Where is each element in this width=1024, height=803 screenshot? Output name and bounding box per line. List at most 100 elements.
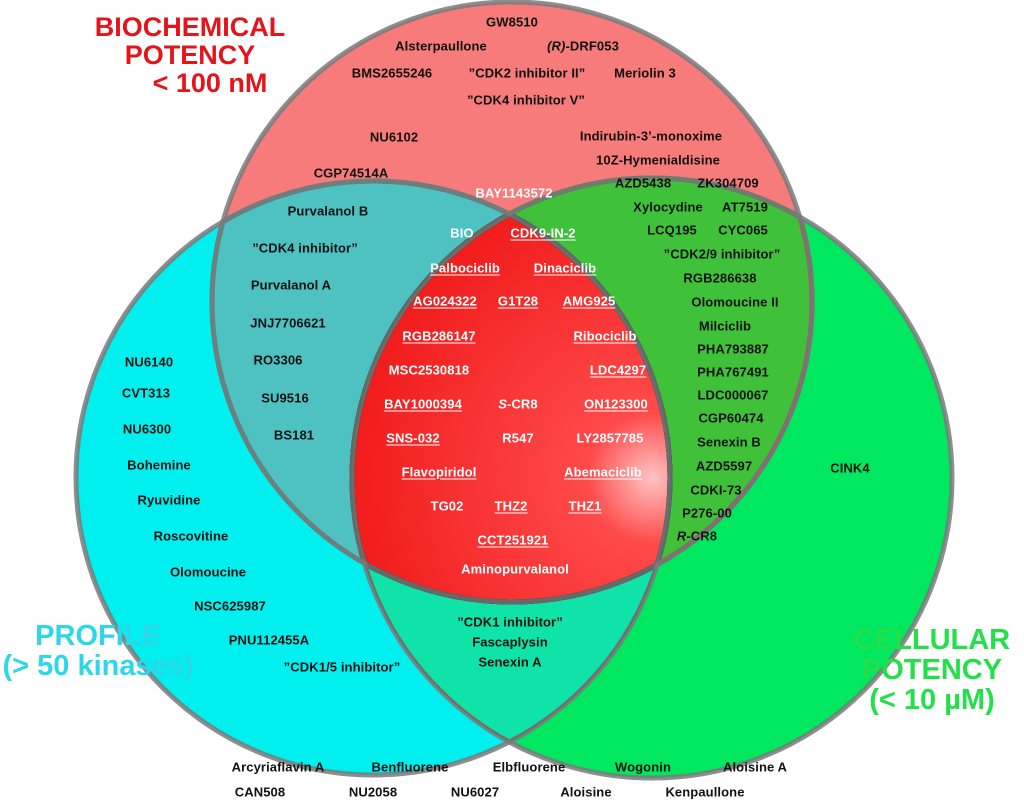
compound-label: Wogonin [614, 759, 672, 775]
region-all-three [352, 181, 670, 602]
title-line: PROFILE [35, 620, 161, 652]
outline-cellular [349, 175, 955, 781]
compound-label: RGB286638 [683, 270, 757, 286]
compound-label: Arcyriaflavin A [231, 759, 325, 775]
compound-label: Aminopurvalanol [461, 561, 569, 577]
compound-label: ON123300 [584, 396, 648, 412]
compound-label: Abemaciclib [564, 464, 642, 480]
compound-label: G1T28 [497, 293, 539, 309]
compound-label: AT7519 [722, 199, 768, 215]
compound-label: Aloisine [560, 784, 612, 800]
outline-profile [73, 178, 673, 778]
compound-label: ”CDK4 inhibitor” [252, 240, 358, 256]
compound-label: ”CDK1 inhibitor” [457, 614, 563, 630]
compound-label: SU9516 [261, 390, 309, 406]
compound-label: Ribociclib [573, 328, 637, 344]
compound-label: NU6102 [369, 129, 419, 145]
compound-label: TG02 [430, 498, 464, 514]
title-profile: PROFILE (> 50 kinases) [2, 620, 194, 682]
compound-label: CGP60474 [698, 410, 764, 426]
compound-label: Indirubin-3’-monoxime [579, 128, 723, 144]
compound-label: THZ2 [494, 498, 528, 514]
title-line: (< 10 µM) [869, 683, 995, 716]
compound-label: BAY1000394 [384, 396, 462, 412]
compound-label: RGB286147 [402, 328, 476, 344]
compound-label: PHA793887 [697, 341, 769, 357]
compound-label: R-CR8 [676, 528, 718, 544]
compound-label: R547 [502, 430, 534, 446]
compound-label: AMG925 [562, 293, 616, 309]
compound-label: CVT313 [121, 385, 171, 401]
compound-label: (R)-DRF053 [547, 38, 619, 54]
compound-label: CDK9-IN-2 [510, 225, 576, 241]
compound-label: SNS-032 [386, 430, 440, 446]
compound-label: S-CR8 [498, 396, 538, 412]
compound-label: NU6300 [122, 421, 172, 437]
compound-label: NSC625987 [194, 598, 266, 614]
compound-label: MSC2530818 [388, 362, 470, 378]
compound-label: Meriolin 3 [614, 65, 676, 81]
compound-label: ”CDK2 inhibitor II” [468, 65, 586, 81]
title-line: < 100 nM [152, 67, 268, 98]
compound-label: Purvalanol B [287, 203, 369, 219]
compound-label: LCQ195 [647, 222, 697, 238]
compound-label: Purvalanol A [250, 277, 332, 293]
title-line: (> 50 kinases) [2, 649, 194, 682]
compound-label: LDC4297 [589, 362, 647, 378]
compound-label: ”CDK1/5 inhibitor” [283, 659, 401, 675]
compound-label: Flavopiridol [401, 464, 477, 480]
title-line: CELLULAR [853, 624, 1011, 656]
compound-label: NU6027 [450, 784, 500, 800]
title-biochemical-potency: BIOCHEMICAL POTENCY < 100 nM [94, 12, 286, 98]
compound-label: BAY1143572 [475, 185, 553, 201]
compound-label: 10Z-Hymenialdisine [596, 152, 720, 168]
compound-label: BS181 [273, 427, 315, 443]
compound-label: Alsterpaullone [395, 38, 487, 54]
compound-label: Bohemine [127, 457, 191, 473]
compound-label: BIO [450, 225, 474, 241]
title-line: BIOCHEMICAL [94, 12, 286, 42]
compound-label: CGP74514A [313, 165, 389, 181]
compound-label: RO3306 [253, 352, 303, 368]
compound-label: Dinaciclib [533, 260, 597, 276]
compound-label: AZD5597 [695, 458, 753, 474]
compound-label: CYC065 [718, 222, 768, 238]
outline-biochemical [209, 0, 815, 605]
title-cellular-potency: CELLULAR POTENCY (< 10 µM) [853, 624, 1011, 716]
title-line: POTENCY [861, 653, 1003, 686]
compound-label: CDKI-73 [690, 482, 742, 498]
compound-label: GW8510 [486, 14, 538, 30]
compound-label: JNJ7706621 [250, 315, 326, 331]
compound-label: Xylocydine [633, 199, 703, 215]
compound-label: P276-00 [682, 505, 732, 521]
compound-label: Olomoucine II [691, 294, 779, 310]
compound-label: Milciclib [698, 318, 752, 334]
compound-label: NU2058 [348, 784, 398, 800]
compound-label: CINK4 [830, 460, 870, 476]
compound-label: Roscovitine [153, 528, 229, 544]
compound-label: LDC000067 [697, 387, 769, 403]
compound-label: ZK304709 [697, 175, 759, 191]
title-line: POTENCY [124, 39, 256, 70]
compound-label: PHA767491 [697, 364, 769, 380]
compound-label: CCT251921 [477, 532, 549, 548]
compound-label: PNU112455A [228, 632, 310, 648]
compound-label: AZD5438 [614, 175, 672, 191]
compound-label: Benfluorene [371, 759, 449, 775]
compound-label: Fascaplysin [472, 634, 548, 650]
compound-label: AG024322 [413, 293, 477, 309]
compound-label: THZ1 [568, 498, 602, 514]
compound-label: Ryuvidine [137, 492, 201, 508]
compound-label: Palbociclib [430, 260, 500, 276]
compound-label: CAN508 [234, 784, 286, 800]
compound-label: ”CDK4 inhibitor V” [466, 92, 586, 108]
compound-label: BMS2655246 [351, 65, 433, 81]
compound-label: Aloisine A [722, 759, 788, 775]
compound-label: ”CDK2/9 inhibitor” [663, 246, 781, 262]
compound-label: NU6140 [124, 354, 174, 370]
compound-label: Kenpaullone [665, 784, 745, 800]
compound-label: Senexin B [697, 434, 761, 450]
compound-label: Elbfluorene [492, 759, 566, 775]
compound-label: LY2857785 [576, 430, 644, 446]
